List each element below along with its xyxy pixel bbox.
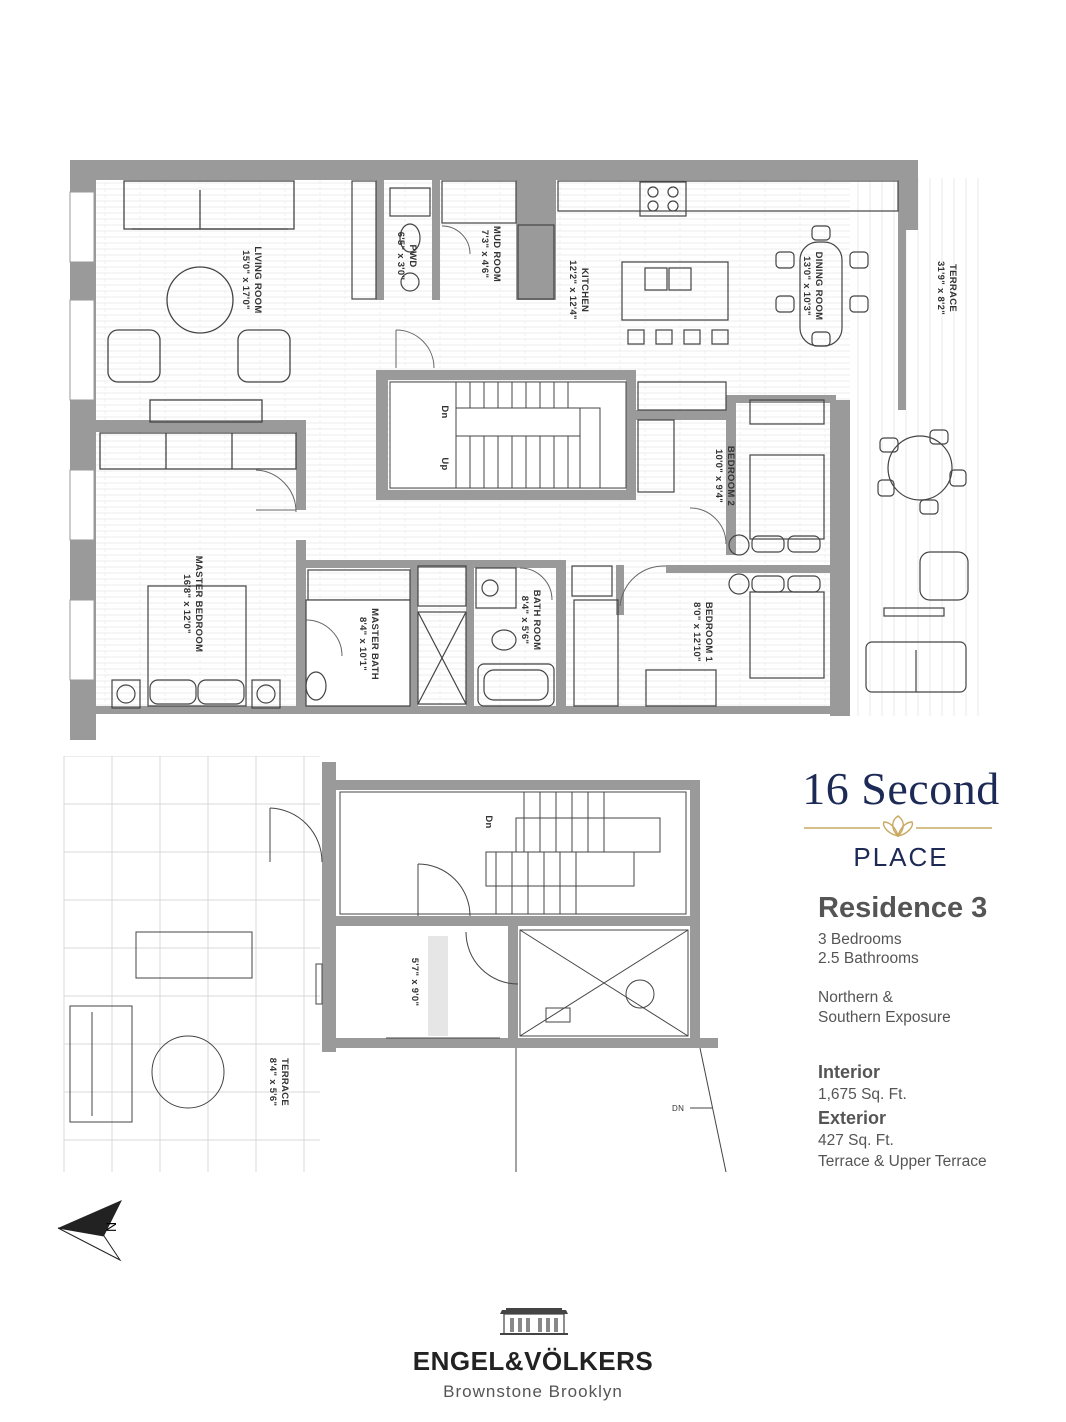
- pwd-name: PWD: [407, 244, 418, 267]
- upper-walls: [322, 762, 718, 1052]
- main-floor-plan: LIVING ROOM 15'0" x 17'0" PWD 6'5" x 3'0…: [69, 160, 988, 740]
- upper-grid: [63, 756, 320, 1172]
- master-bath-dims: 8'4" x 10'1": [357, 617, 368, 671]
- master-bedroom-furniture: [111, 585, 281, 709]
- brand-subtitle: PLACE: [853, 842, 949, 872]
- upper-dn-right-label: DN: [672, 1104, 684, 1113]
- label-mud-room: MUD ROOM 7'3" x 4'6": [479, 226, 502, 282]
- mud-room-name: MUD ROOM: [491, 226, 502, 282]
- bedroom-2-furniture: [637, 381, 825, 556]
- brand-title: 16 Second: [802, 763, 1000, 814]
- label-upper-terrace: TERRACE 8'4" x 5'6": [267, 1058, 290, 1107]
- mud-room-dims: 7'3" x 4'6": [479, 230, 490, 279]
- dining-room-dims: 13'0" x 10'3": [801, 256, 812, 316]
- bedroom-2-dims: 10'0" x 9'4": [713, 449, 724, 503]
- interior-label: Interior: [818, 1062, 881, 1082]
- upper-rooms: [69, 791, 727, 1173]
- pwd-dims: 6'5" x 3'0": [395, 232, 406, 281]
- label-master-bedroom: MASTER BEDROOM 16'8" x 12'0": [181, 556, 204, 653]
- stair-core: [389, 381, 627, 489]
- label-upper-closet: 5'7" x 9'0": [409, 958, 420, 1007]
- stairs-dn-label: Dn: [439, 405, 450, 418]
- bathroom-dims: 8'4" x 5'6": [519, 596, 530, 645]
- bedroom-1-name: BEDROOM 1: [703, 602, 714, 663]
- master-bath-fixtures: [305, 565, 467, 707]
- master-bedroom-dims: 16'8" x 12'0": [181, 574, 192, 634]
- exposure-line-1: Northern &: [818, 989, 893, 1006]
- bedroom-2-name: BEDROOM 2: [725, 446, 736, 506]
- terrace-furniture: [865, 429, 969, 693]
- dining-room-name: DINING ROOM: [813, 252, 824, 321]
- leaf-divider-icon: [804, 815, 992, 837]
- compass-letter: N: [103, 1222, 119, 1232]
- agency-name: ENGEL&VÖLKERS: [412, 1346, 654, 1376]
- kitchen-fixtures: [557, 180, 899, 345]
- left-windows: [69, 191, 95, 681]
- label-master-bath: MASTER BATH 8'4" x 10'1": [357, 608, 380, 680]
- residence-title: Residence 3: [818, 892, 988, 924]
- label-kitchen: KITCHEN 12'2" x 12'4": [567, 260, 590, 320]
- kitchen-name: KITCHEN: [579, 268, 590, 312]
- bedrooms-count: 3 Bedrooms: [818, 931, 902, 948]
- interior-walls: [96, 180, 836, 710]
- door-swings: [255, 225, 727, 657]
- master-bedroom-name: MASTER BEDROOM: [193, 556, 204, 653]
- label-bedroom-1: BEDROOM 1 8'0" x 12'10": [691, 602, 714, 663]
- label-stairs-up: Up: [439, 457, 450, 470]
- agency-office: Brownstone Brooklyn: [443, 1382, 623, 1401]
- upper-floor-plan: 5'7" x 9'0" TERRACE 8'4" x 5'6" Dn DN: [63, 756, 727, 1173]
- label-living-room: LIVING ROOM 15'0" x 17'0": [240, 246, 263, 313]
- upper-terrace-dims: 8'4" x 5'6": [267, 1058, 278, 1107]
- exterior-note: Terrace & Upper Terrace: [818, 1153, 987, 1170]
- compass-icon: N: [57, 1200, 122, 1262]
- label-upper-dn: Dn: [483, 815, 494, 828]
- terrace-main-dims: 31'9" x 8'2": [935, 261, 946, 315]
- exterior-value: 427 Sq. Ft.: [818, 1132, 894, 1149]
- bathroom-name: BATH ROOM: [531, 590, 542, 651]
- living-room-furniture: [99, 180, 297, 470]
- pwd-fixtures: [351, 180, 555, 300]
- terrace-main-name: TERRACE: [947, 264, 958, 312]
- interior-value: 1,675 Sq. Ft.: [818, 1086, 907, 1103]
- terrace-deck: [850, 178, 988, 716]
- label-pwd: PWD 6'5" x 3'0": [395, 232, 418, 281]
- stairs-up-label: Up: [439, 457, 450, 470]
- label-stairs-dn: Dn: [439, 405, 450, 418]
- label-bedroom-2: BEDROOM 2 10'0" x 9'4": [713, 446, 736, 506]
- label-bathroom: BATH ROOM 8'4" x 5'6": [519, 590, 542, 651]
- upper-dn-label: Dn: [483, 815, 494, 828]
- bedroom-1-dims: 8'0" x 12'10": [691, 602, 702, 662]
- kitchen-dims: 12'2" x 12'4": [567, 260, 578, 320]
- agency-house-icon: [500, 1308, 568, 1335]
- label-dining-room: DINING ROOM 13'0" x 10'3": [801, 252, 824, 321]
- bedroom-1-furniture: [571, 565, 825, 707]
- upper-closet-dims: 5'7" x 9'0": [409, 958, 420, 1007]
- label-terrace-main: TERRACE 31'9" x 8'2": [935, 261, 958, 315]
- living-room-dims: 15'0" x 17'0": [240, 250, 251, 310]
- upper-terrace-name: TERRACE: [279, 1058, 290, 1106]
- exterior-label: Exterior: [818, 1108, 887, 1128]
- bathrooms-count: 2.5 Bathrooms: [818, 950, 919, 967]
- bathroom-fixtures: [475, 567, 555, 707]
- master-bath-name: MASTER BATH: [369, 608, 380, 680]
- dining-table: [775, 225, 869, 347]
- living-room-name: LIVING ROOM: [252, 246, 263, 313]
- exposure-line-2: Southern Exposure: [818, 1009, 951, 1026]
